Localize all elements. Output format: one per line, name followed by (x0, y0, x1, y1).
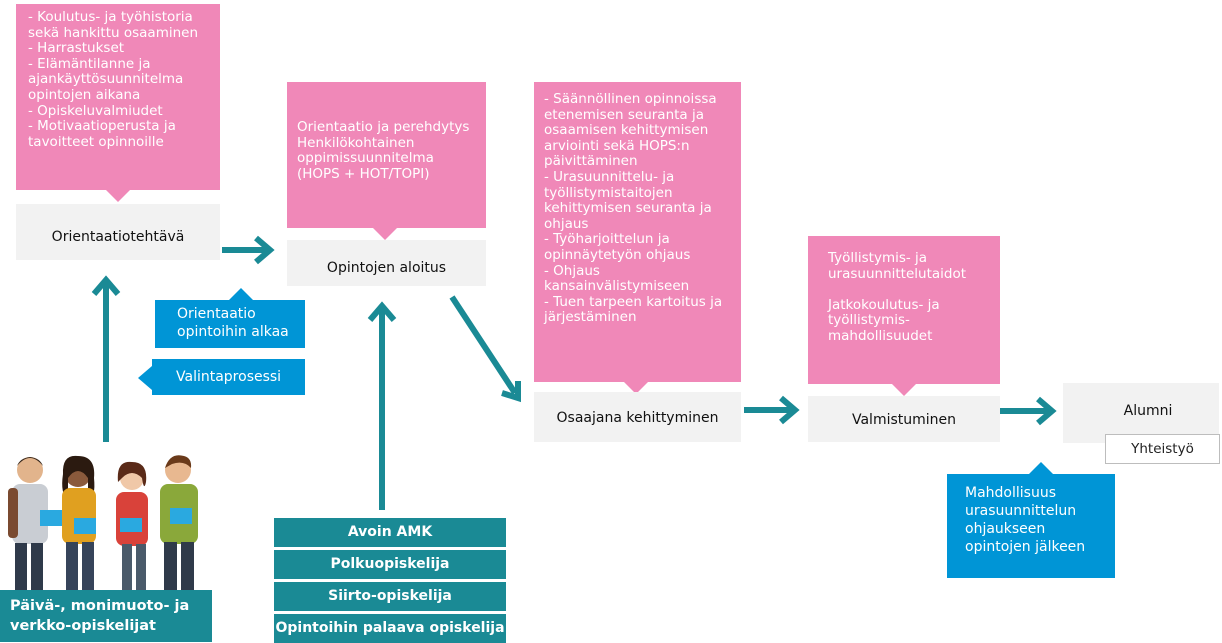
mahdollisuus-text: Mahdollisuus urasuunnittelun ohjaukseen … (965, 485, 1086, 555)
valintaprosessi-callout: Valintaprosessi (138, 359, 305, 395)
stage-label: Orientaatiotehtävä (51, 229, 185, 245)
entry-type-item: Opintoihin palaava opiskelija (274, 614, 506, 643)
students-label-box: Päivä-, monimuoto- ja verkko-opiskelijat (0, 590, 212, 642)
stage-label: Opintojen aloitus (326, 260, 447, 276)
stage-label: Alumni (1123, 403, 1173, 419)
arrow-icon (1000, 396, 1057, 426)
yhteistyo-box: Yhteistyö (1105, 434, 1220, 464)
entry-type-item: Avoin AMK (274, 518, 506, 547)
orientaatio-callout: Orientaatio opintoihin alkaa (155, 288, 305, 348)
students-icon (8, 455, 198, 596)
yhteistyo-label: Yhteistyö (1131, 441, 1194, 457)
arrow-icon (222, 235, 275, 265)
osaajana-kehittyminen-details-text: - Säännöllinen opinnoissa etenemisen seu… (544, 91, 723, 326)
osaajana-kehittyminen-details-box: - Säännöllinen opinnoissa etenemisen seu… (534, 82, 741, 394)
entry-type-item: Siirto-opiskelija (274, 582, 506, 611)
opintojen-aloitus-details-text: Orientaatio ja perehdytys Henkilökohtain… (297, 119, 470, 182)
arrow-icon (449, 295, 521, 403)
valintaprosessi-text: Valintaprosessi (176, 369, 282, 385)
students-label-text: Päivä-, monimuoto- ja verkko-opiskelijat (10, 598, 190, 634)
stage-alumni: Alumni (1063, 383, 1219, 443)
orientaatiotehtava-details-text: - Koulutus- ja työhistoria sekä hankittu… (28, 9, 199, 150)
opintojen-aloitus-details-box: Orientaatio ja perehdytys Henkilökohtain… (287, 82, 486, 240)
stage-orientaatiotehtava: Orientaatiotehtävä (16, 204, 220, 260)
stage-valmistuminen: Valmistuminen (808, 396, 1000, 442)
entry-types-list: Avoin AMK Polkuopiskelija Siirto-opiskel… (274, 518, 506, 643)
orientaatio-callout-text: Orientaatio opintoihin alkaa (177, 306, 289, 340)
valmistuminen-details-box: Työllistymis- ja urasuunnittelutaidot Ja… (808, 236, 1000, 396)
stage-osaajana-kehittyminen: Osaajana kehittyminen (534, 392, 741, 442)
arrow-icon (91, 275, 121, 442)
orientaatiotehtava-details-box: - Koulutus- ja työhistoria sekä hankittu… (16, 4, 220, 202)
arrow-icon (367, 301, 397, 510)
mahdollisuus-callout: Mahdollisuus urasuunnittelun ohjaukseen … (947, 462, 1115, 578)
stage-opintojen-aloitus: Opintojen aloitus (287, 240, 486, 286)
valmistuminen-details-text: Työllistymis- ja urasuunnittelutaidot Ja… (828, 250, 967, 344)
arrow-icon (744, 395, 800, 425)
stage-label: Osaajana kehittyminen (556, 410, 719, 426)
stage-label: Valmistuminen (851, 412, 957, 428)
students-illustration (0, 448, 210, 596)
entry-type-item: Polkuopiskelija (274, 550, 506, 579)
